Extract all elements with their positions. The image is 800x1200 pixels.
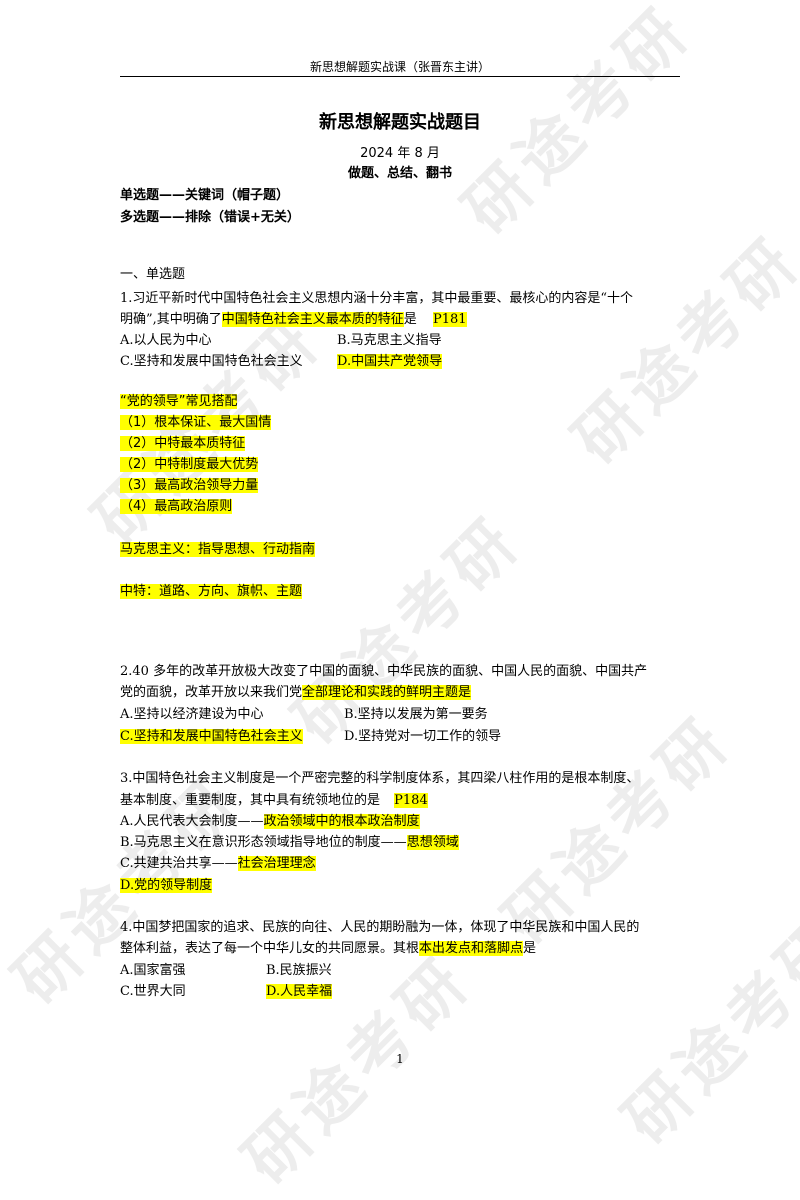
- tip-multiple-choice: 多选题——排除（错误+无关）: [120, 210, 300, 225]
- q2-stem-line2: 党的面貌，改革开放以来我们党全部理论和实践的鲜明主题是: [120, 685, 472, 700]
- q1-stem-line2: 明确”,其中明确了中国特色社会主义最本质的特征是 P181: [120, 311, 467, 329]
- q1-stem-suffix: 是: [403, 312, 417, 327]
- q2-option-b: B.坚持以发展为第一要务: [344, 707, 488, 722]
- q2-option-c: C.坚持和发展中国特色社会主义: [120, 728, 303, 746]
- q4-stem-line2: 整体利益，表达了每一个中华儿女的共同愿景。其根本出发点和落脚点是: [120, 941, 537, 956]
- q3-option-c: C.共建共治共享——社会治理理念: [120, 856, 316, 871]
- notes-marxism: 马克思主义：指导思想、行动指南: [120, 542, 316, 557]
- notes-item: （3）最高政治领导力量: [120, 478, 259, 493]
- q1-highlight: 中国特色社会主义最本质的特征: [221, 312, 404, 327]
- header-rule: [120, 76, 680, 77]
- tip-single-choice: 单选题——关键词（帽子题）: [120, 188, 290, 203]
- q3-page-ref: P184: [394, 793, 428, 808]
- q1-page-ref: P181: [432, 312, 467, 327]
- q3-option-b: B.马克思主义在意识形态领域指导地位的制度——思想领域: [120, 835, 459, 850]
- notes-item: （4）最高政治原则: [120, 499, 233, 514]
- q1-stem-text: 明确”,其中明确了: [120, 312, 222, 327]
- q4-option-c: C.世界大同: [120, 984, 186, 999]
- q1-stem-line1: 1.习近平新时代中国特色社会主义思想内涵十分丰富，其中最重要、最核心的内容是“十…: [120, 291, 634, 306]
- q1-option-c: C.坚持和发展中国特色社会主义: [120, 354, 303, 369]
- notes-item: （2）中特制度最大优势: [120, 457, 259, 472]
- q1-option-d: D.中国共产党领导: [337, 353, 443, 371]
- q3-option-d: D.党的领导制度: [120, 877, 213, 895]
- q4-option-a: A.国家富强: [120, 963, 186, 978]
- q2-option-d: D.坚持党对一切工作的领导: [344, 729, 502, 744]
- running-header: 新思想解题实战课（张晋东主讲）: [309, 60, 490, 74]
- q4-highlight: 本出发点和落脚点: [419, 941, 524, 956]
- motto: 做题、总结、翻书: [347, 166, 452, 181]
- q2-answer: C.坚持和发展中国特色社会主义: [120, 729, 303, 744]
- q1-answer: D.中国共产党领导: [337, 354, 443, 369]
- watermark: 研途考研: [560, 222, 800, 479]
- q1-option-a: A.以人民为中心: [120, 333, 212, 348]
- q3-option-a: A.人民代表大会制度——政治领域中的根本政治制度: [120, 814, 420, 829]
- page-title: 新思想解题实战题目: [319, 112, 481, 133]
- q4-option-d: D.人民幸福: [266, 983, 333, 1001]
- date: 2024 年 8 月: [360, 146, 440, 161]
- notes-item: （2）中特最本质特征: [120, 436, 246, 451]
- q2-option-a: A.坚持以经济建设为中心: [120, 707, 264, 722]
- notes-heading: “党的领导”常见搭配: [120, 394, 238, 409]
- q2-stem-line1: 2.40 多年的改革开放极大改变了中国的面貌、中华民族的面貌、中国人民的面貌、中…: [120, 664, 648, 679]
- notes-zhongte: 中特：道路、方向、旗帜、主题: [120, 584, 303, 599]
- page-number: 1: [396, 1052, 404, 1066]
- section-heading: 一、单选题: [120, 267, 186, 282]
- q1-option-b: B.马克思主义指导: [337, 333, 442, 348]
- q4-answer: D.人民幸福: [266, 984, 333, 999]
- q2-highlight: 全部理论和实践的鲜明主题是: [302, 685, 472, 700]
- q4-option-b: B.民族振兴: [266, 963, 332, 978]
- q3-stem-line2: 基本制度、重要制度，其中具有统领地位的是 P184: [120, 793, 428, 808]
- q3-answer: D.党的领导制度: [120, 878, 213, 893]
- notes-item: （1）根本保证、最大国情: [120, 415, 272, 430]
- q4-stem-line1: 4.中国梦把国家的追求、民族的向往、人民的期盼融为一体，体现了中华民族和中国人民…: [120, 920, 640, 935]
- q3-stem-line1: 3.中国特色社会主义制度是一个严密完整的科学制度体系，其四梁八柱作用的是根本制度…: [120, 771, 640, 786]
